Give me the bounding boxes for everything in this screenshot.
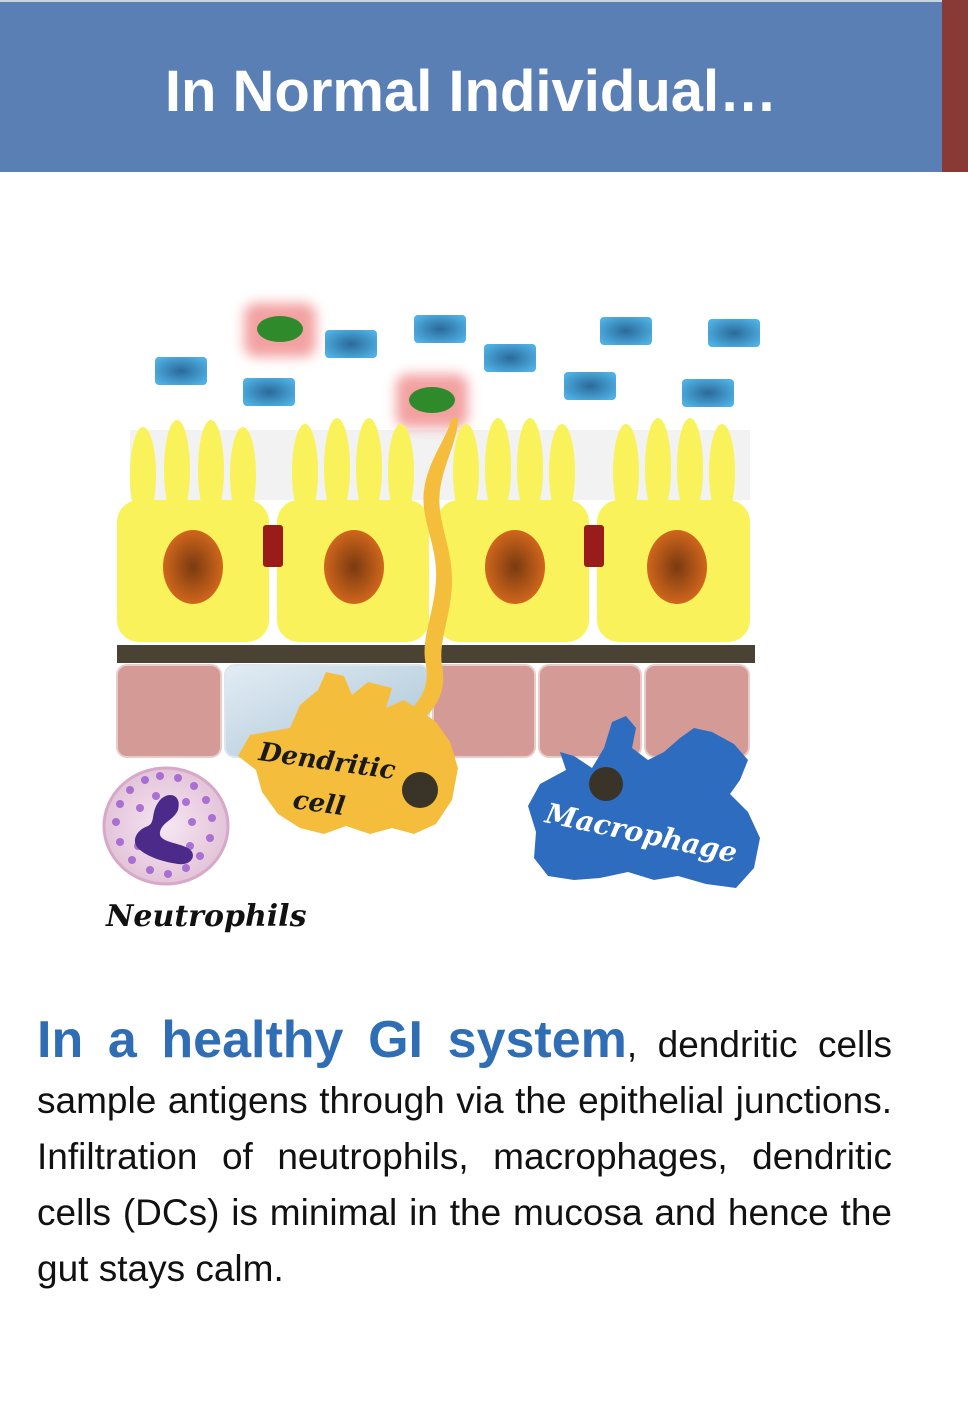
gut-mucosa-diagram: Dendritic cell Macrophage Neutrophils [102, 303, 760, 934]
macrophage-nucleus [589, 767, 623, 801]
epithelial-layer [117, 418, 750, 642]
nucleus [485, 530, 545, 604]
neutrophils-label: Neutrophils [105, 899, 307, 934]
nucleus [163, 530, 223, 604]
tight-junction [263, 525, 283, 567]
bacterium [414, 315, 466, 343]
tight-junction [584, 525, 604, 567]
page-title: In Normal Individual… [164, 59, 778, 124]
bacterium [155, 357, 207, 385]
title-banner [0, 0, 942, 172]
bacterium [484, 344, 536, 372]
title-banner-accent [942, 0, 968, 172]
antigen [257, 316, 303, 342]
bacterium [682, 379, 734, 407]
description-lead: In a healthy GI system [37, 1011, 627, 1069]
bacterium [325, 330, 377, 358]
bacterium [708, 319, 760, 347]
antigen [409, 387, 455, 413]
dendritic-cell-label-line2: cell [291, 785, 347, 822]
bacterium [564, 372, 616, 400]
nucleus [647, 530, 707, 604]
neutrophil [102, 766, 230, 886]
antigen-group [244, 303, 468, 428]
nucleus [324, 530, 384, 604]
description-paragraph: In a healthy GI system, dendritic cells … [37, 1012, 892, 1297]
macrophage [528, 716, 760, 888]
bacterium [600, 317, 652, 345]
dendritic-nucleus [402, 772, 438, 808]
dendritic-process [410, 418, 458, 715]
bacterium [243, 378, 295, 406]
description-text: , dendritic cells sample antigens throug… [37, 1024, 892, 1289]
bacteria-group [155, 315, 760, 407]
